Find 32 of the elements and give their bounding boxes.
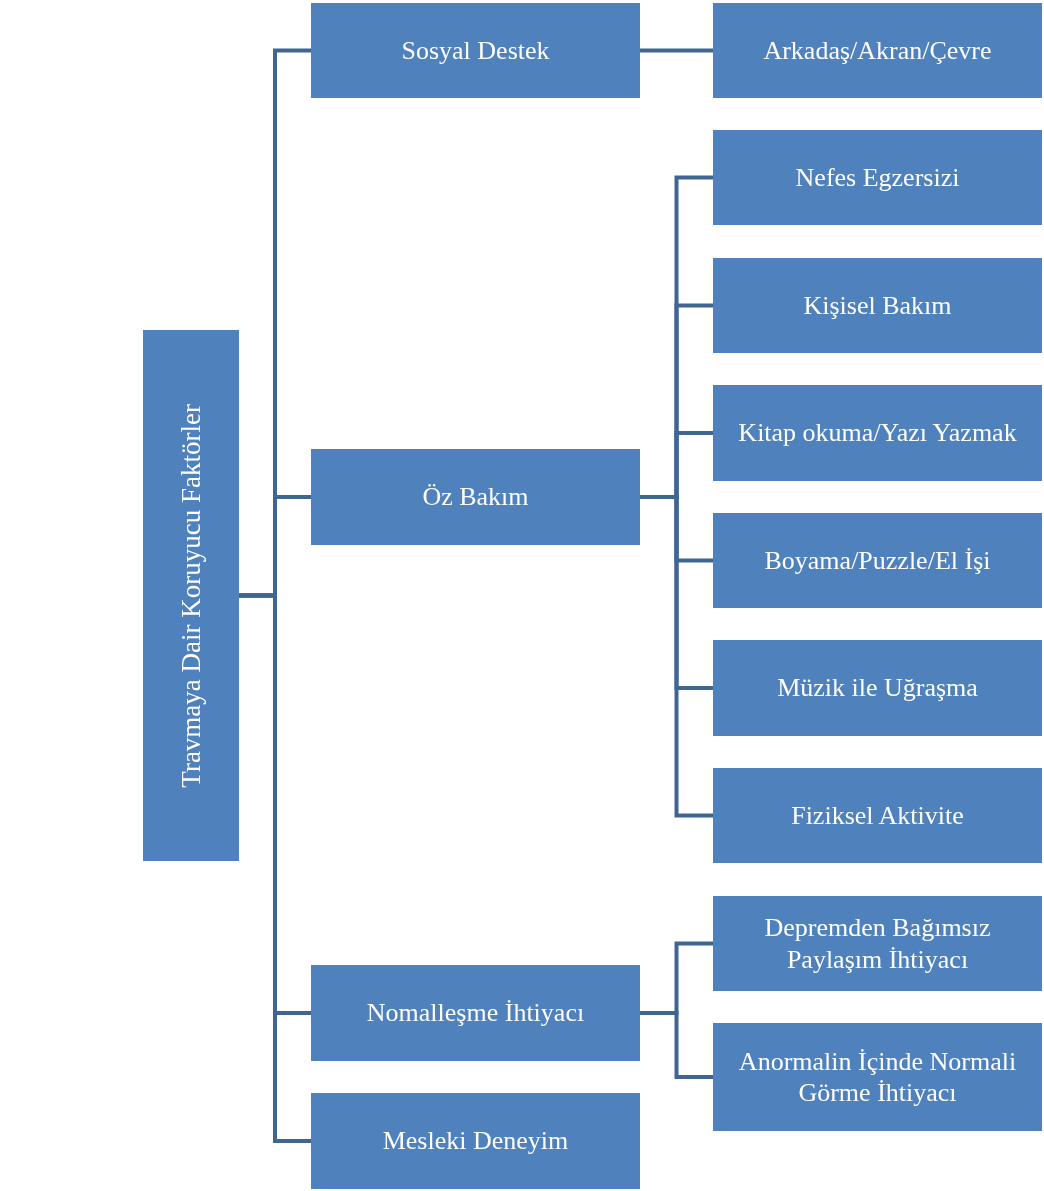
box-label: Öz Bakım <box>422 481 529 513</box>
box-label: Depremden Bağımsız Paylaşım İhtiyacı <box>763 912 992 975</box>
category-box <box>311 3 640 98</box>
category-box <box>713 258 1042 353</box>
box-label: Nefes Egzersizi <box>795 161 960 194</box>
box-label: Sosyal Destek <box>401 34 550 67</box>
box-label: Kişisel Bakım <box>803 289 952 322</box>
category-box <box>311 1093 640 1189</box>
box-label: Kitap okuma/Yazı Yazmak <box>738 417 1017 449</box>
category-box <box>311 965 640 1061</box>
category-box <box>713 385 1042 481</box>
category-box <box>713 3 1042 98</box>
box-label: Fiziksel Aktivite <box>791 799 964 832</box>
category-box <box>713 1023 1042 1131</box>
connector-line <box>640 495 713 818</box>
box-label: Müzik ile Uğraşma <box>777 672 978 704</box>
connector-line <box>640 1011 713 1079</box>
category-box <box>713 513 1042 608</box>
box-label: Boyama/Puzzle/El İşi <box>764 544 991 577</box>
category-box <box>713 130 1042 225</box>
category-box <box>713 640 1042 736</box>
box-label: Anormalin İçinde Normali Görme İhtiyacı <box>737 1045 1018 1109</box>
box-label: Mesleki Deneyim <box>382 1125 569 1157</box>
category-box <box>713 768 1042 863</box>
category-box <box>713 896 1042 991</box>
box-label: Arkadaş/Akran/Çevre <box>763 34 992 67</box>
connector-line <box>239 593 311 1143</box>
box-label: Nomalleşme İhtiyacı <box>366 997 585 1029</box>
connector-line <box>640 48 713 53</box>
box-label: Travmaya Dair Koruyucu Faktörler <box>174 403 207 788</box>
category-box <box>311 449 640 545</box>
category-box <box>143 330 239 861</box>
